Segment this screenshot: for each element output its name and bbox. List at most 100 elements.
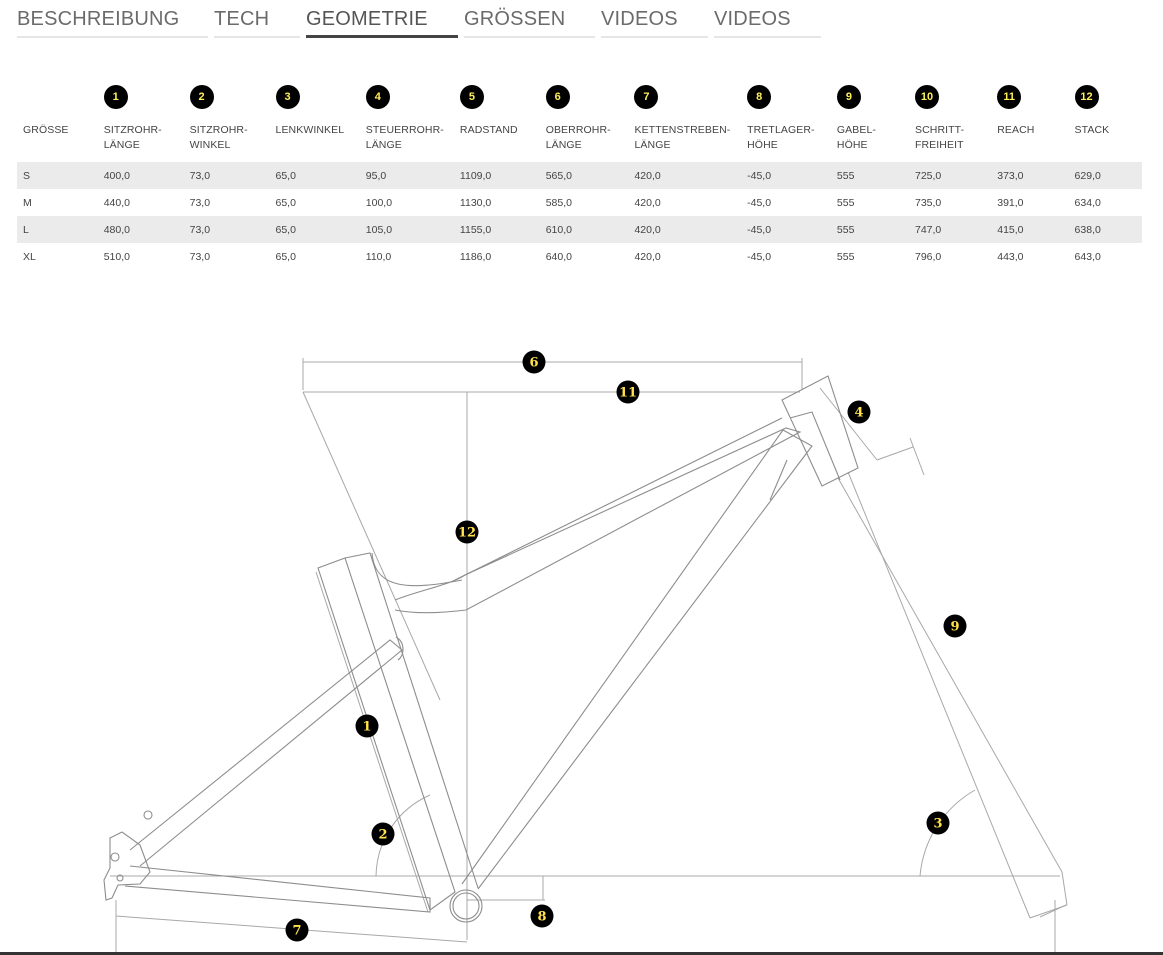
value-cell: 420,0 (634, 250, 661, 263)
diagram-badge-3: 3 (926, 811, 950, 835)
column-number-badge: 12 (1074, 85, 1099, 109)
value-cell: 420,0 (628, 162, 742, 189)
value-cell: 105,0 (359, 216, 454, 243)
value-cell: 1155,0 (453, 216, 540, 243)
column-number-badge: 10 (914, 85, 939, 109)
top-tube (394, 427, 802, 614)
tab-label: VIDEOS (714, 8, 791, 30)
diagram-badge-11: 11 (616, 380, 640, 404)
diagram-badge-label: 11 (619, 386, 637, 401)
diagram-badge-label: 9 (950, 620, 959, 635)
value-cell: 796,0 (914, 250, 942, 263)
tab-videos-2[interactable]: VIDEOS (714, 8, 821, 38)
value-cell: 565,0 (539, 162, 629, 189)
column-number-badge: 9 (836, 85, 861, 109)
tab-underline (306, 35, 458, 38)
value-cell: 73,0 (183, 162, 270, 189)
value-cell: 65,0 (275, 196, 296, 209)
value-cell: 73,0 (183, 216, 270, 243)
column-label: GABEL- HÖHE (836, 124, 877, 151)
value-cell: 555 (830, 216, 909, 243)
value-cell: 480,0 (97, 216, 184, 243)
diagram-badge-7: 7 (285, 918, 309, 942)
tab-grössen[interactable]: GRÖSSEN (464, 8, 595, 38)
diagram-badge-8: 8 (530, 904, 554, 928)
diagram-badge-9: 9 (943, 614, 967, 638)
tab-label: GEOMETRIE (306, 8, 428, 30)
column-label: KETTENSTREBEN- LÄNGE (634, 124, 731, 151)
value-cell: 555 (836, 250, 855, 263)
value-cell: -45,0 (741, 216, 831, 243)
value-cell: 555 (830, 162, 909, 189)
value-cell: 65,0 (275, 250, 296, 263)
diagram-badge-2: 2 (371, 822, 395, 846)
diagram-badge-label: 8 (537, 910, 546, 925)
value-cell: 415,0 (991, 216, 1069, 243)
column-label: SCHRITT- FREIHEIT (914, 124, 965, 151)
value-cell: 640,0 (545, 250, 572, 263)
column-label: STACK (1074, 124, 1110, 136)
column-number-badge: 3 (275, 85, 300, 109)
value-cell: -45,0 (747, 196, 772, 209)
bottom-bracket (449, 889, 483, 923)
diagram-badge-12: 12 (455, 520, 479, 544)
value-cell: 95,0 (359, 162, 454, 189)
tab-label: TECH (214, 8, 270, 30)
value-cell: 585,0 (545, 196, 572, 209)
column-number-badge: 1 (103, 85, 128, 109)
column-label: STEUERROHR- LÄNGE (365, 124, 444, 151)
diagram-badge-label: 3 (933, 817, 942, 832)
value-cell: 725,0 (908, 162, 992, 189)
value-cell: 373,0 (991, 162, 1069, 189)
tab-underline (214, 36, 300, 38)
value-cell: 735,0 (914, 196, 942, 209)
size-cell: L (17, 216, 98, 243)
value-cell: 391,0 (997, 196, 1024, 209)
column-label: TRETLAGER- HÖHE (747, 124, 815, 151)
rear-dropout (103, 831, 151, 901)
value-cell: 400,0 (97, 162, 184, 189)
value-cell: 643,0 (1074, 250, 1101, 263)
value-cell: 634,0 (1074, 196, 1101, 209)
size-cell: XL (23, 250, 36, 263)
value-cell: 65,0 (269, 162, 360, 189)
column-number-badge: 2 (189, 85, 214, 109)
column-label: RADSTAND (459, 124, 518, 136)
column-number-badge: 11 (997, 85, 1022, 109)
seat-tube (317, 557, 456, 911)
tab-label: VIDEOS (601, 8, 678, 30)
tab-tech[interactable]: TECH (214, 8, 300, 38)
tab-underline (464, 36, 595, 38)
value-cell: -45,0 (747, 250, 772, 263)
value-cell: 610,0 (539, 216, 629, 243)
tab-videos[interactable]: VIDEOS (601, 8, 708, 38)
tab-geometrie[interactable]: GEOMETRIE (306, 8, 458, 38)
value-cell: 555 (836, 196, 855, 209)
column-label: REACH (997, 124, 1035, 136)
value-cell: 73,0 (189, 250, 211, 263)
column-header: GRÖSSE (17, 84, 98, 162)
column-number-badge: 8 (747, 85, 772, 109)
column-label: OBERROHR- LÄNGE (545, 124, 611, 151)
size-cell: S (17, 162, 98, 189)
value-cell: 420,0 (628, 216, 742, 243)
value-cell: 638,0 (1068, 216, 1142, 243)
seat-stay (129, 639, 403, 867)
value-cell: 629,0 (1068, 162, 1142, 189)
head-tube (781, 375, 859, 487)
tab-beschreibung[interactable]: BESCHREIBUNG (17, 8, 208, 38)
